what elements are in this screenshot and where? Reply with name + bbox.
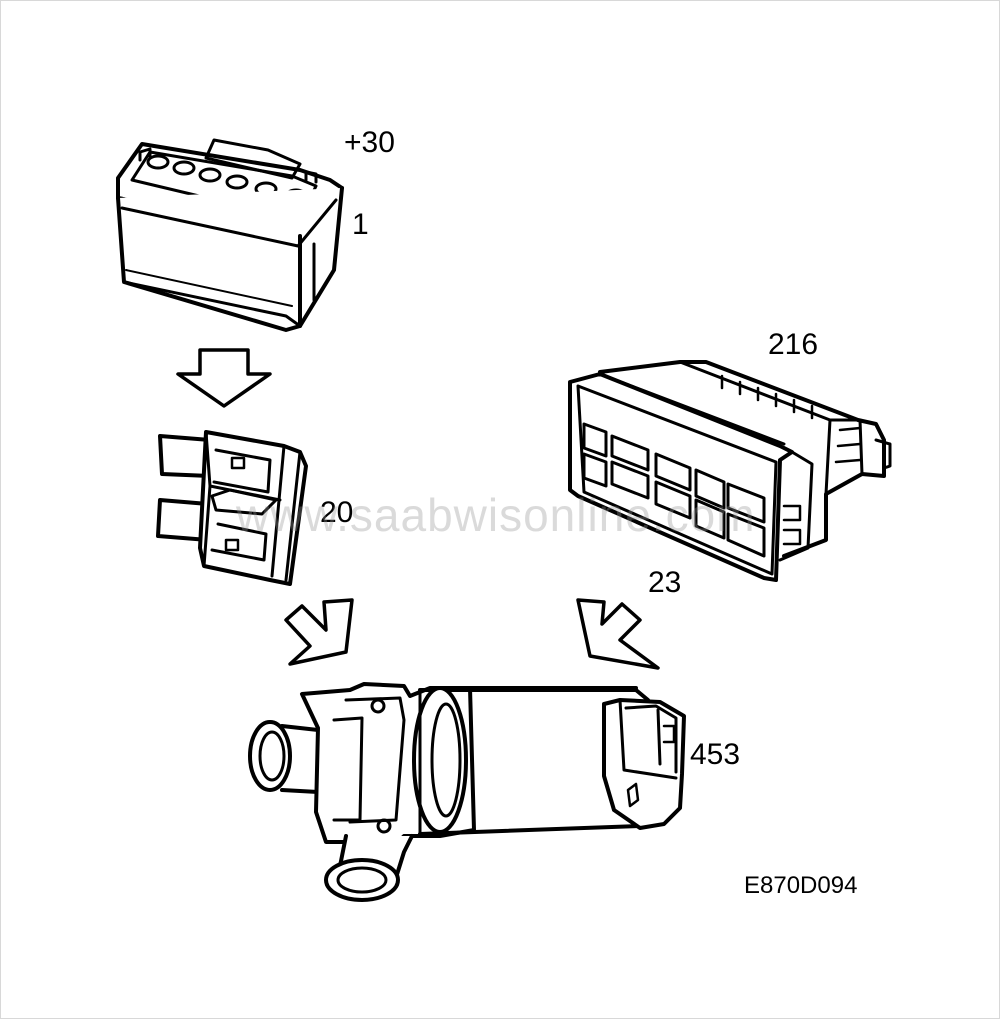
figure-code: E870D094: [744, 872, 858, 899]
label-battery-terminal: +30: [344, 126, 395, 159]
pump-illustration: [248, 682, 686, 902]
label-battery: 1: [352, 208, 369, 241]
watermark: www.saabwisonline.com: [236, 489, 756, 541]
label-pump: 453: [690, 738, 741, 771]
arrow-battery-to-fuse: [176, 348, 272, 408]
arrow-fuse-to-pump: [284, 598, 354, 666]
battery-illustration: [116, 138, 344, 332]
label-panel-connection: 23: [648, 566, 682, 599]
label-control-panel: 216: [768, 328, 819, 361]
arrow-panel-to-pump: [576, 598, 660, 670]
fuse-illustration: [156, 430, 308, 586]
label-fuse: 20: [320, 496, 354, 529]
control-panel-illustration: [568, 360, 892, 582]
